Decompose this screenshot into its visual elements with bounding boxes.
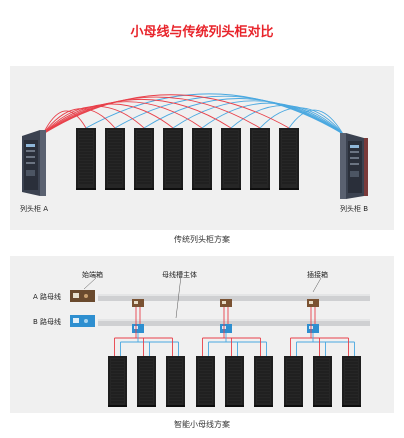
column-head-cabinet-a [22, 130, 46, 196]
traditional-rack [192, 128, 212, 190]
start-box-a [70, 290, 95, 302]
busway-b [98, 319, 370, 326]
plug-box-group [290, 299, 355, 356]
plug-box-groups [114, 299, 355, 356]
traditional-rack [250, 128, 270, 190]
blue-cable-arc [114, 95, 344, 135]
traditional-caption: 传统列头柜方案 [174, 235, 230, 244]
plug-box-group [202, 299, 267, 356]
busway-rack [137, 356, 156, 407]
traditional-rack-row [76, 128, 299, 190]
traditional-rack [76, 128, 96, 190]
traditional-rack [105, 128, 125, 190]
plug-box-group [114, 299, 179, 356]
busway-b-label: B 路母线 [33, 318, 62, 326]
plug-box-leader-line [312, 277, 322, 293]
trunk-leader-line [175, 275, 182, 319]
busway-rack [254, 356, 273, 407]
start-box-leader-line [83, 277, 97, 290]
busway-rack [313, 356, 332, 407]
cable-arcs [42, 93, 344, 135]
blue-cable-arc [172, 100, 344, 135]
busway-rack [284, 356, 303, 407]
traditional-rack [134, 128, 154, 190]
busway-rack [166, 356, 185, 407]
page-title: 小母线与传统列头柜对比 [130, 25, 274, 40]
red-cable-arc [42, 110, 87, 135]
busway-rack [225, 356, 244, 407]
red-cable-arc [42, 96, 261, 135]
blue-cable-arc [143, 98, 344, 135]
start-box-b [70, 315, 95, 327]
traditional-rack [163, 128, 183, 190]
trunk-label: 母线槽主体 [162, 271, 197, 279]
traditional-rack [221, 128, 241, 190]
red-cable-arc [42, 101, 203, 135]
busway-rack [342, 356, 361, 407]
cabinet-b-label: 列头柜 B [340, 205, 369, 213]
blue-cable-arc [288, 109, 344, 135]
busway-rack [108, 356, 127, 407]
smart-busway-caption: 智能小母线方案 [174, 420, 230, 429]
traditional-rack [279, 128, 299, 190]
blue-cable-arc [259, 107, 344, 135]
busway-a-label: A 路母线 [33, 293, 62, 301]
start-box-label: 始端箱 [82, 271, 103, 279]
plug-box-label: 插接箱 [307, 271, 328, 279]
smart-busway-rack-row [108, 356, 361, 407]
busway-rack [196, 356, 215, 407]
red-cable-arc [42, 98, 232, 135]
busway-a [98, 294, 370, 301]
cabinet-a-label: 列头柜 A [20, 205, 49, 213]
blue-cable-arc [201, 102, 344, 135]
blue-cable-arc [85, 93, 344, 135]
column-head-cabinet-b [340, 133, 368, 199]
red-cable-arc [42, 94, 290, 135]
